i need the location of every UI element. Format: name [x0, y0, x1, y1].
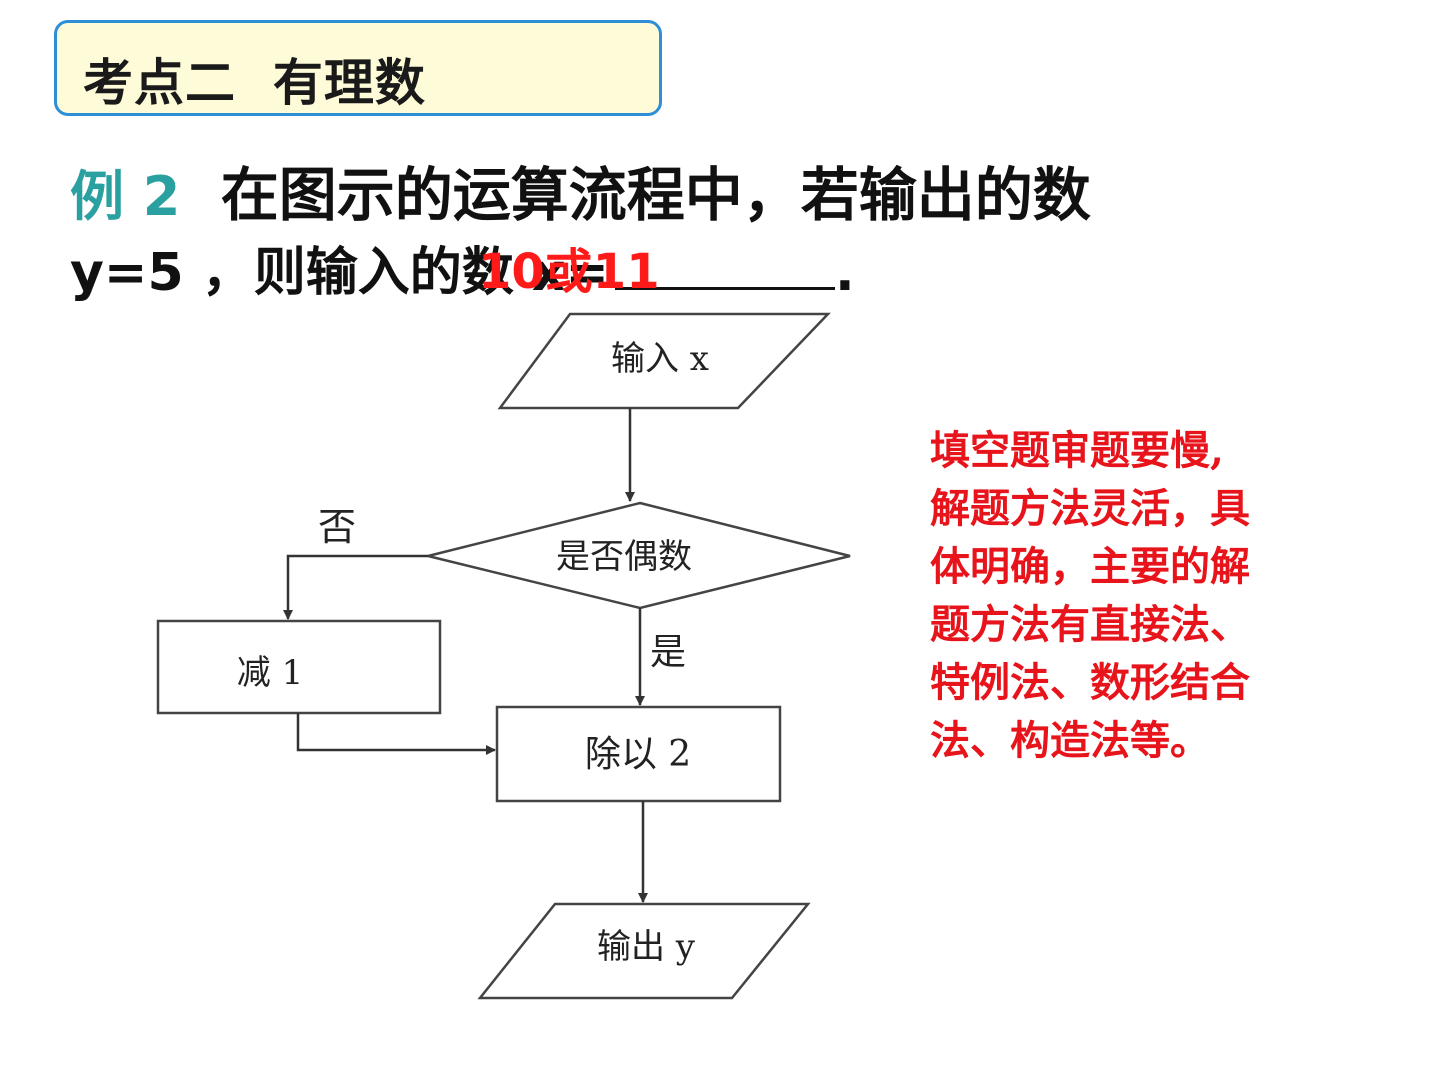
tip-text: 填空题审题要慢, 解题方法灵活，具 体明确，主要的解 题方法有直接法、 特例法、…	[930, 422, 1330, 770]
tip-line: 法、构造法等。	[930, 717, 1210, 764]
yes-label: 是	[650, 632, 686, 673]
tip-line: 题方法有直接法、	[930, 601, 1250, 648]
tip-line: 填空题审题要慢,	[930, 427, 1224, 474]
arrow-no-to-subtract	[283, 554, 428, 620]
output-parallelogram	[477, 902, 811, 1000]
subtract-label: 减 1	[237, 653, 303, 693]
answer-text: 10或11	[478, 244, 660, 300]
question-line-1: 例 2 在图示的运算流程中，若输出的数	[70, 148, 1091, 232]
question-text-2: y=5 ，则输入的数 x=	[70, 243, 609, 303]
output-label: 输出 y	[597, 927, 696, 967]
question-line-2: y=5 ，则输入的数 x=.	[70, 230, 855, 305]
question-period: .	[834, 243, 855, 303]
example-label: 例 2	[70, 165, 181, 228]
no-label: 否	[318, 505, 356, 549]
divide-box	[495, 705, 782, 803]
arrow-subtract-to-divide	[296, 713, 496, 755]
section-title: 考点二 有理数	[83, 54, 426, 112]
question-text-1: 在图示的运算流程中，若输出的数	[220, 161, 1091, 229]
tip-line: 特例法、数形结合	[930, 659, 1250, 706]
section-header: 考点二 有理数	[54, 20, 662, 116]
divide-label: 除以 2	[585, 734, 691, 775]
answer-blank	[614, 235, 835, 290]
tip-line: 解题方法灵活，具	[930, 485, 1250, 532]
tip-line: 体明确，主要的解	[930, 543, 1250, 590]
decision-label: 是否偶数	[556, 537, 692, 577]
input-parallelogram	[497, 312, 831, 410]
input-label: 输入 x	[611, 339, 709, 379]
